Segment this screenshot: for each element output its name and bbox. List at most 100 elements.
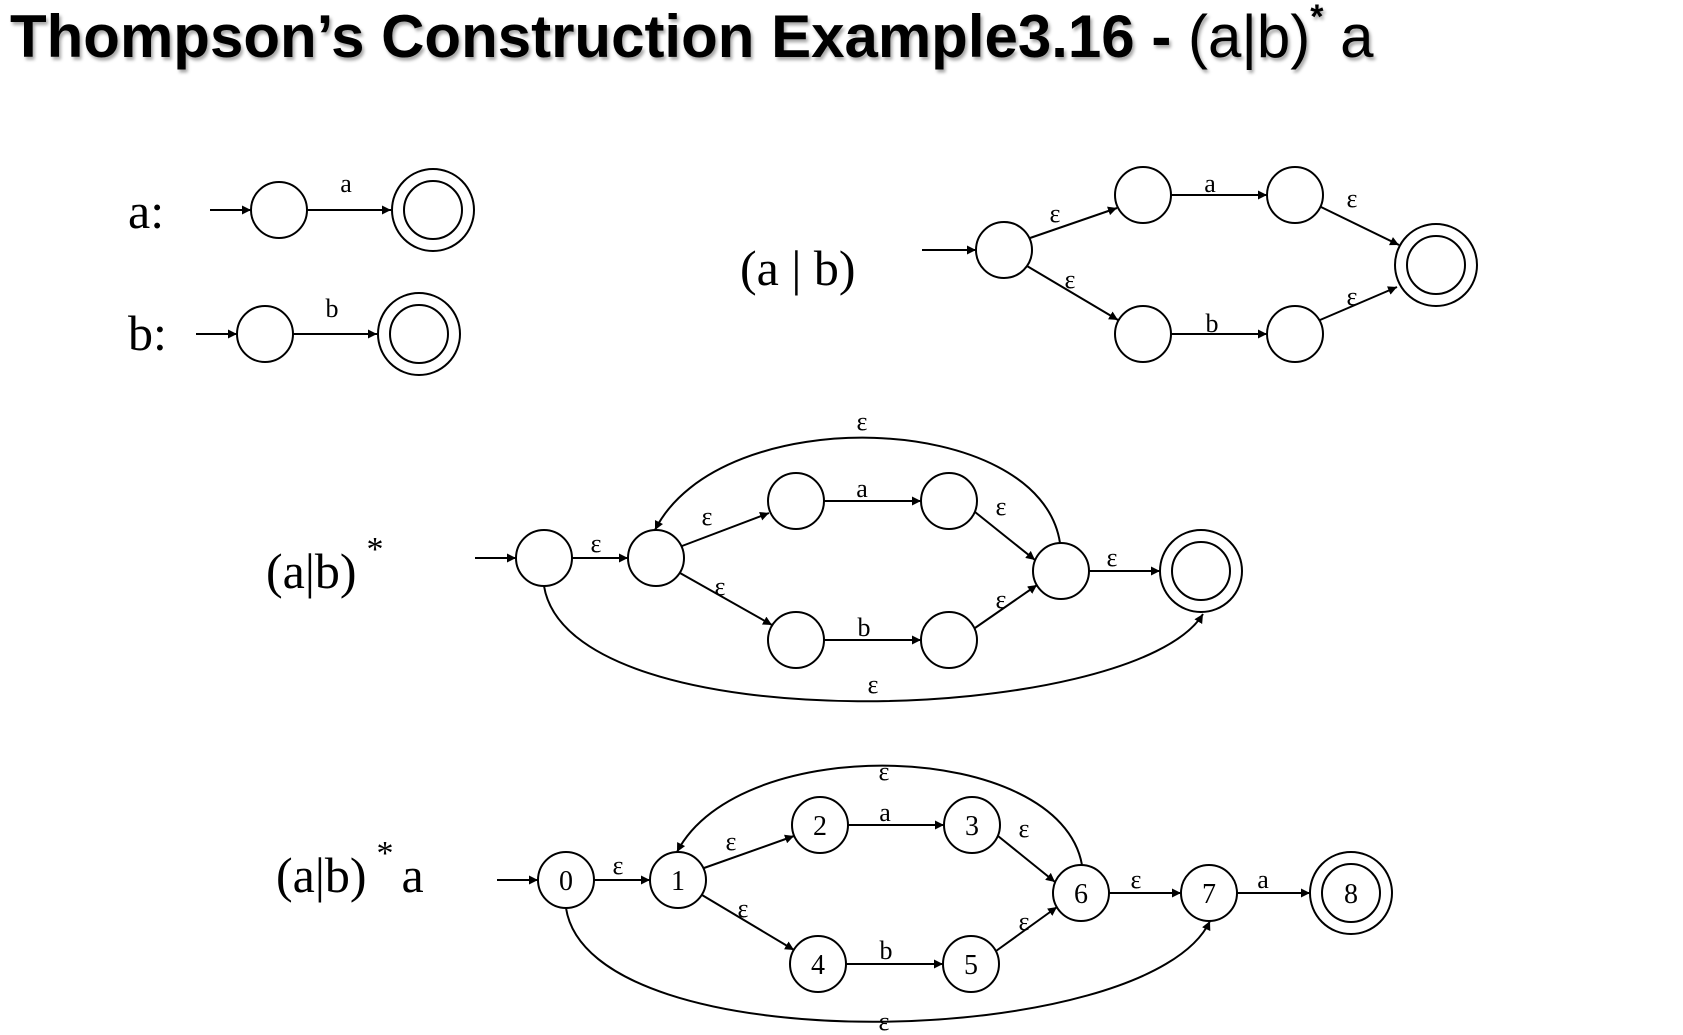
svg-text:4: 4 <box>811 950 825 981</box>
nfa-a-or-b-star-a: 0 1 2 3 4 5 6 7 8 ε ε ε a b ε ε ε a ε ε <box>497 757 1393 1035</box>
nfa-a-or-b: ε ε a b ε ε <box>922 166 1478 363</box>
title-suffix: a <box>1323 3 1374 70</box>
edge-label: ε <box>591 529 602 558</box>
label-a: a: <box>128 183 164 239</box>
nfa-a: a <box>210 168 475 252</box>
slide-title: Thompson’s Construction Example3.16 - (a… <box>10 0 1374 71</box>
state <box>515 529 573 587</box>
edge-label: ε <box>1131 865 1142 894</box>
nfa-a-or-b-star: ε ε ε a b ε ε ε ε ε <box>475 407 1243 703</box>
state <box>1114 166 1172 224</box>
svg-text:0: 0 <box>559 866 573 897</box>
state-7: 7 <box>1180 864 1238 922</box>
edge <box>1320 206 1400 246</box>
title-regex: (a|b) <box>1187 3 1311 70</box>
label-a-suffix: a <box>402 847 424 903</box>
edge-label: ε <box>1019 907 1030 936</box>
state-4: 4 <box>789 935 847 993</box>
title-main: Thompson’s Construction Example3.16 - <box>10 3 1188 70</box>
svg-text:2: 2 <box>813 811 827 842</box>
label-a-or-b-star-a-text: (a|b) <box>276 847 367 903</box>
svg-text:8: 8 <box>1344 879 1358 910</box>
state <box>250 181 308 239</box>
loop-back-edge <box>654 436 1061 544</box>
nfa-b: b <box>196 292 461 376</box>
svg-text:3: 3 <box>965 811 979 842</box>
state-5: 5 <box>942 935 1000 993</box>
edge-label: ε <box>879 757 890 786</box>
edge-label: ε <box>857 407 868 436</box>
state <box>920 472 978 530</box>
state <box>767 472 825 530</box>
edge-label: ε <box>738 894 749 923</box>
label-a-or-b-star-text: (a|b) <box>266 543 357 599</box>
state <box>627 529 685 587</box>
bypass-edge <box>543 585 1204 703</box>
edge-label: a <box>1204 169 1216 198</box>
edge-label: ε <box>996 492 1007 521</box>
edge-label: b <box>1206 309 1219 338</box>
edge-label: b <box>858 613 871 642</box>
edge <box>995 906 1058 952</box>
label-star: * <box>367 531 384 568</box>
state-8: 8 <box>1309 851 1393 935</box>
edge-label: ε <box>996 585 1007 614</box>
edge <box>1029 206 1118 239</box>
edge-label: a <box>856 474 868 503</box>
svg-text:7: 7 <box>1202 879 1216 910</box>
state-3: 3 <box>943 796 1001 854</box>
state-2: 2 <box>791 796 849 854</box>
edge-label: ε <box>613 851 624 880</box>
state <box>1032 542 1090 600</box>
label-a-or-b: (a | b) <box>740 240 856 296</box>
edge-label-a: a <box>340 169 352 198</box>
svg-text:6: 6 <box>1074 879 1088 910</box>
label-b: b: <box>128 305 167 361</box>
edge-label-b: b <box>326 294 339 323</box>
edge-label: ε <box>1065 265 1076 294</box>
state-6: 6 <box>1052 864 1110 922</box>
edge-label: ε <box>1050 199 1061 228</box>
label-a-or-b-star-a: (a|b) *a <box>276 835 424 903</box>
edge <box>997 835 1056 883</box>
edge <box>1319 286 1398 321</box>
edge-label: ε <box>1019 814 1030 843</box>
edge-label: a <box>1257 865 1269 894</box>
edge-label: ε <box>879 1007 890 1035</box>
title-star: * <box>1310 0 1324 36</box>
state <box>1266 305 1324 363</box>
accept-state-inner <box>1171 541 1231 601</box>
edge <box>679 572 773 626</box>
svg-text:5: 5 <box>964 950 978 981</box>
edge-label: a <box>879 798 891 827</box>
edge <box>701 894 795 951</box>
state <box>975 221 1033 279</box>
label-a-or-b-star: (a|b) * <box>266 531 384 599</box>
state <box>1266 166 1324 224</box>
state <box>1114 305 1172 363</box>
state-0: 0 <box>537 851 595 909</box>
accept-state-inner <box>403 180 463 240</box>
accept-state-inner <box>1406 235 1466 295</box>
edge-label: ε <box>868 670 879 699</box>
edge-label: ε <box>1347 282 1358 311</box>
edge <box>1026 265 1119 321</box>
label-star-2: * <box>377 835 394 872</box>
edge-label: ε <box>1347 184 1358 213</box>
state <box>767 611 825 669</box>
edge <box>974 511 1036 561</box>
state <box>236 305 294 363</box>
state <box>920 611 978 669</box>
edge <box>681 511 770 547</box>
svg-text:1: 1 <box>671 866 685 897</box>
state-1: 1 <box>649 851 707 909</box>
edge-label: b <box>880 936 893 965</box>
edge <box>974 584 1038 629</box>
edge <box>703 834 795 869</box>
bypass-edge <box>565 907 1211 1023</box>
edge-label: ε <box>702 502 713 531</box>
accept-state-inner <box>389 304 449 364</box>
edge-label: ε <box>726 827 737 856</box>
loop-back-edge <box>676 764 1083 866</box>
